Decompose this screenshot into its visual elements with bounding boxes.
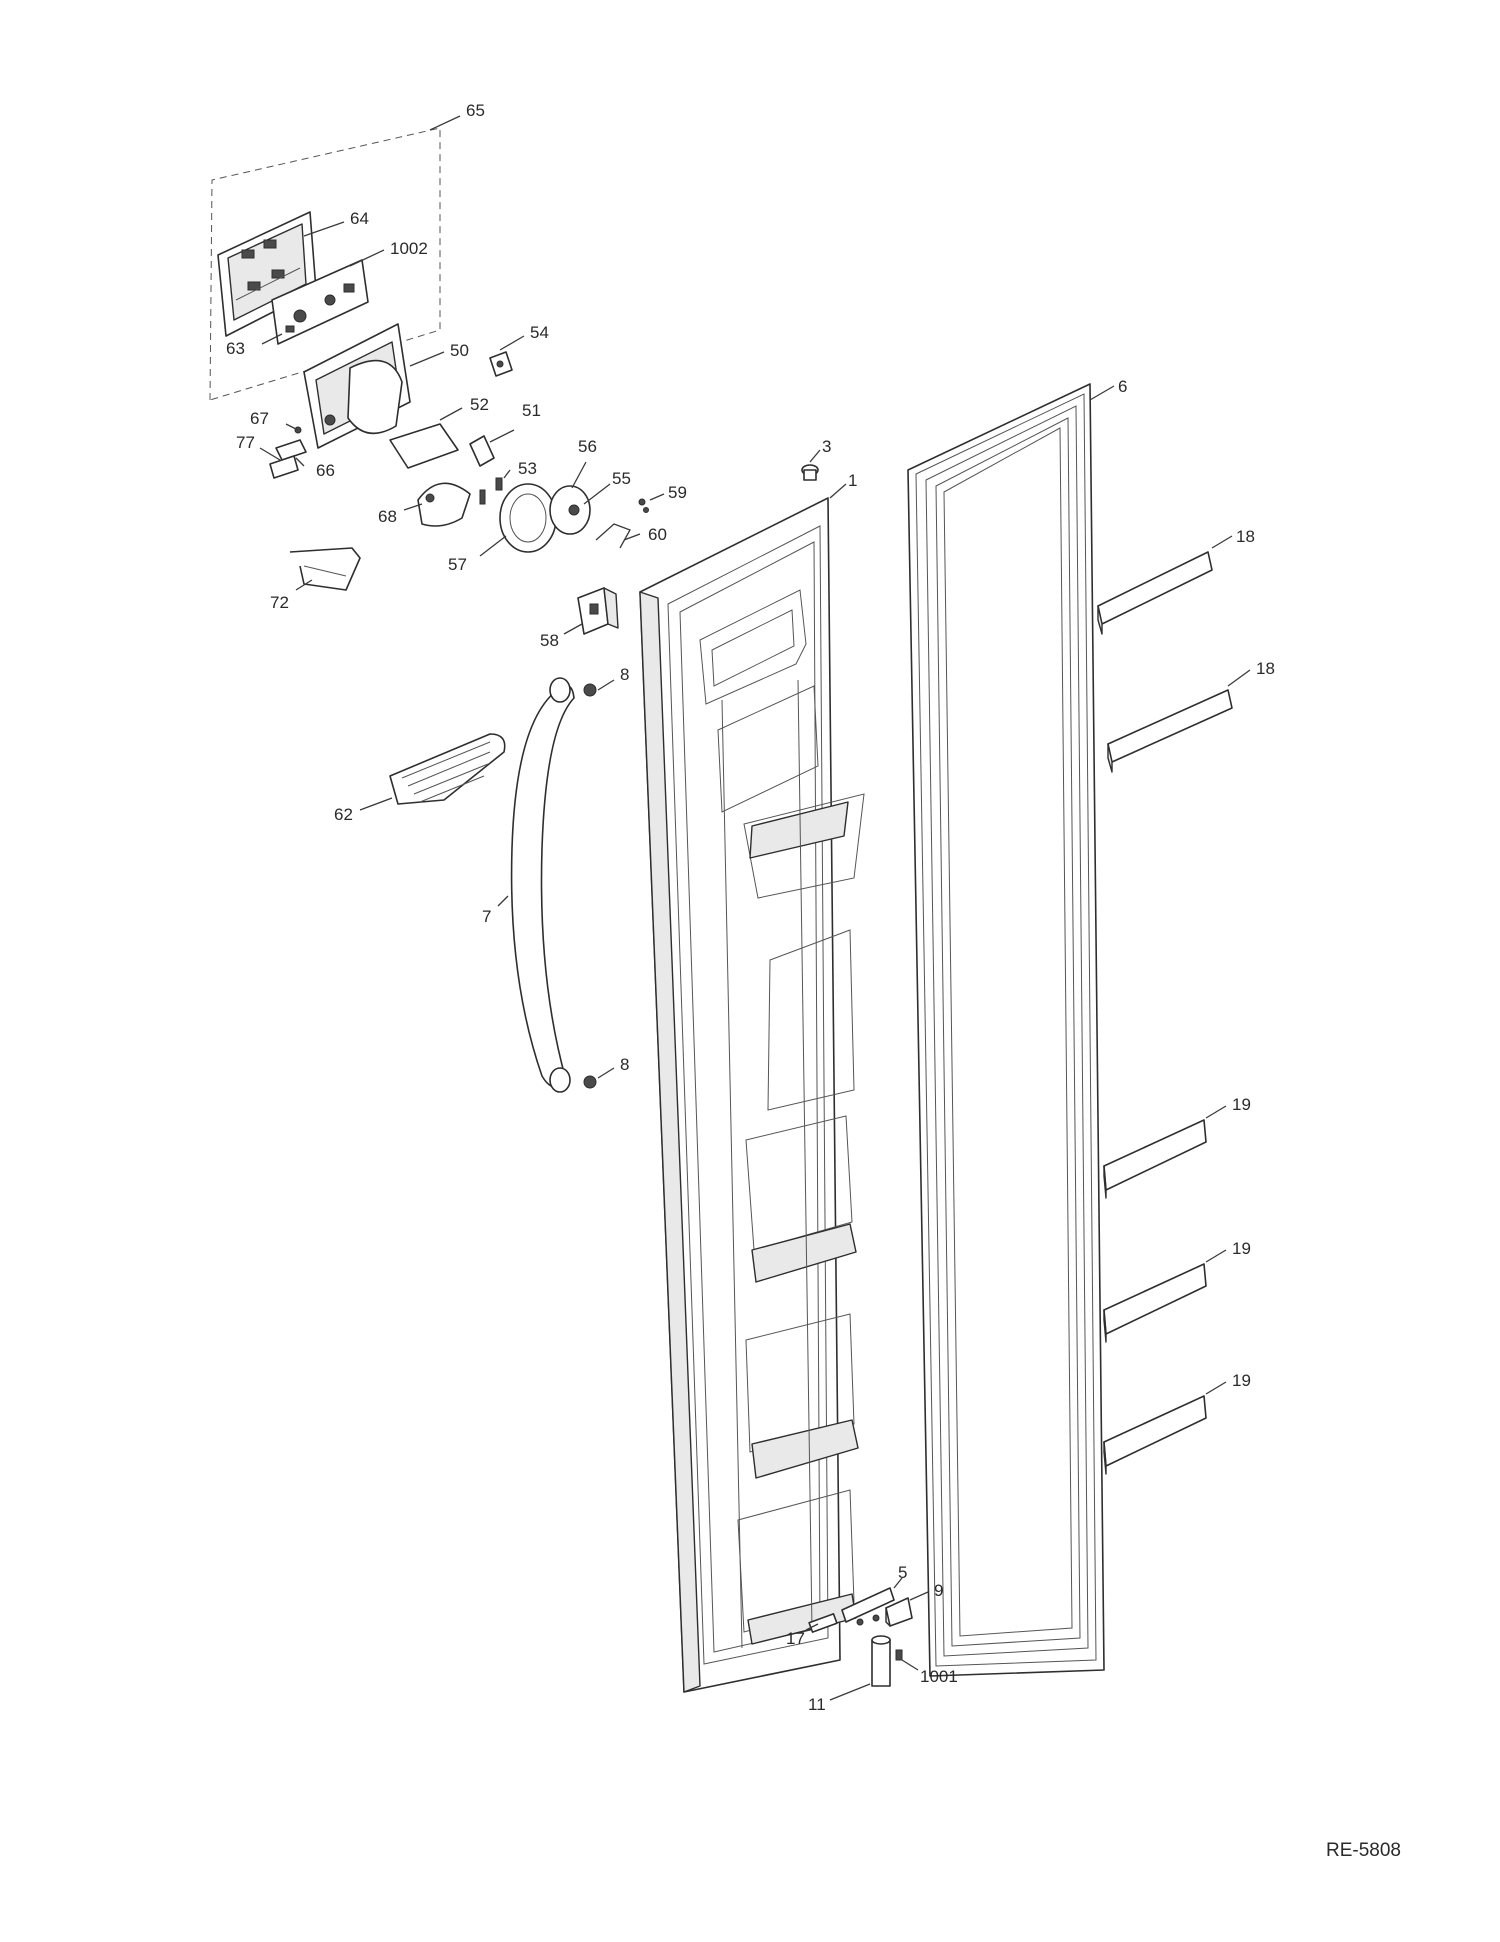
part-50-dispenser-housing	[303, 323, 411, 449]
callout-3: 3	[822, 437, 831, 456]
part-55-56-door-flap	[549, 485, 591, 535]
callout-50: 50	[450, 341, 469, 360]
callout-55: 55	[612, 469, 631, 488]
callout-66: 66	[316, 461, 335, 480]
part-19-bin-lower-b	[1103, 1263, 1207, 1343]
part-9-hinge-cover	[885, 1597, 913, 1627]
part-8-screw-bottom	[583, 1075, 597, 1089]
callout-60: 60	[648, 525, 667, 544]
part-58-solenoid	[577, 587, 619, 635]
callout-17: 17	[786, 1629, 805, 1648]
part-3-cap	[801, 464, 819, 481]
callout-64: 64	[350, 209, 369, 228]
callout-19-lower-b: 19	[1232, 1239, 1251, 1258]
callout-18-upper-a: 18	[1236, 527, 1255, 546]
callout-63: 63	[226, 339, 245, 358]
callout-67: 67	[250, 409, 269, 428]
part-1-door-liner	[639, 497, 865, 1693]
part-19-bin-lower-a	[1103, 1119, 1207, 1199]
part-18-bin-upper-a	[1097, 551, 1213, 635]
callout-6: 6	[1118, 377, 1127, 396]
part-68-funnel	[417, 482, 471, 527]
callout-5: 5	[898, 1563, 907, 1582]
callout-1001: 1001	[920, 1667, 958, 1686]
part-52-51-lever	[389, 423, 495, 469]
part-57-gasket	[499, 483, 557, 553]
leader-lines	[259, 115, 1251, 1701]
part-7-handle	[510, 677, 575, 1093]
part-8-screw-top	[583, 683, 597, 697]
callout-52: 52	[470, 395, 489, 414]
callout-7: 7	[482, 907, 491, 926]
callout-8-bottom: 8	[620, 1055, 629, 1074]
callout-19-lower-c: 19	[1232, 1371, 1251, 1390]
part-62-drip-tray	[389, 733, 506, 805]
callout-77: 77	[236, 433, 255, 452]
document-reference-code: RE-5808	[1326, 1840, 1401, 1861]
part-19-bin-lower-c	[1103, 1395, 1207, 1475]
callout-1002: 1002	[390, 239, 428, 258]
part-1002-control-board	[271, 259, 369, 345]
callout-53: 53	[518, 459, 537, 478]
callout-18-upper-b: 18	[1256, 659, 1275, 678]
callout-62: 62	[334, 805, 353, 824]
part-60-bracket	[595, 523, 631, 549]
callout-54: 54	[530, 323, 549, 342]
callout-11: 11	[808, 1695, 826, 1714]
part-11-hinge-pin	[871, 1635, 891, 1687]
callout-58: 58	[540, 631, 559, 650]
part-53-spring	[479, 477, 503, 505]
part-72-bracket	[289, 547, 361, 591]
callout-72: 72	[270, 593, 289, 612]
part-1001-screw	[895, 1649, 903, 1661]
callout-65: 65	[466, 101, 485, 120]
callout-labels: 65 64 1002 63 54 50 52 51 67 77 66 56 53…	[226, 101, 1275, 1714]
callout-8-top: 8	[620, 665, 629, 684]
callout-51: 51	[522, 401, 541, 420]
part-18-bin-upper-b	[1107, 689, 1233, 773]
callout-1: 1	[848, 471, 857, 490]
callout-68: 68	[378, 507, 397, 526]
part-5-hinge-plate	[841, 1587, 895, 1626]
part-66-77-switch	[269, 439, 307, 479]
callout-56: 56	[578, 437, 597, 456]
part-59-screw	[638, 498, 649, 513]
part-54-switch	[489, 351, 513, 377]
callout-59: 59	[668, 483, 687, 502]
callout-57: 57	[448, 555, 467, 574]
callout-9: 9	[934, 1581, 943, 1600]
callout-19-lower-a: 19	[1232, 1095, 1251, 1114]
part-6-door-gasket	[907, 383, 1105, 1677]
